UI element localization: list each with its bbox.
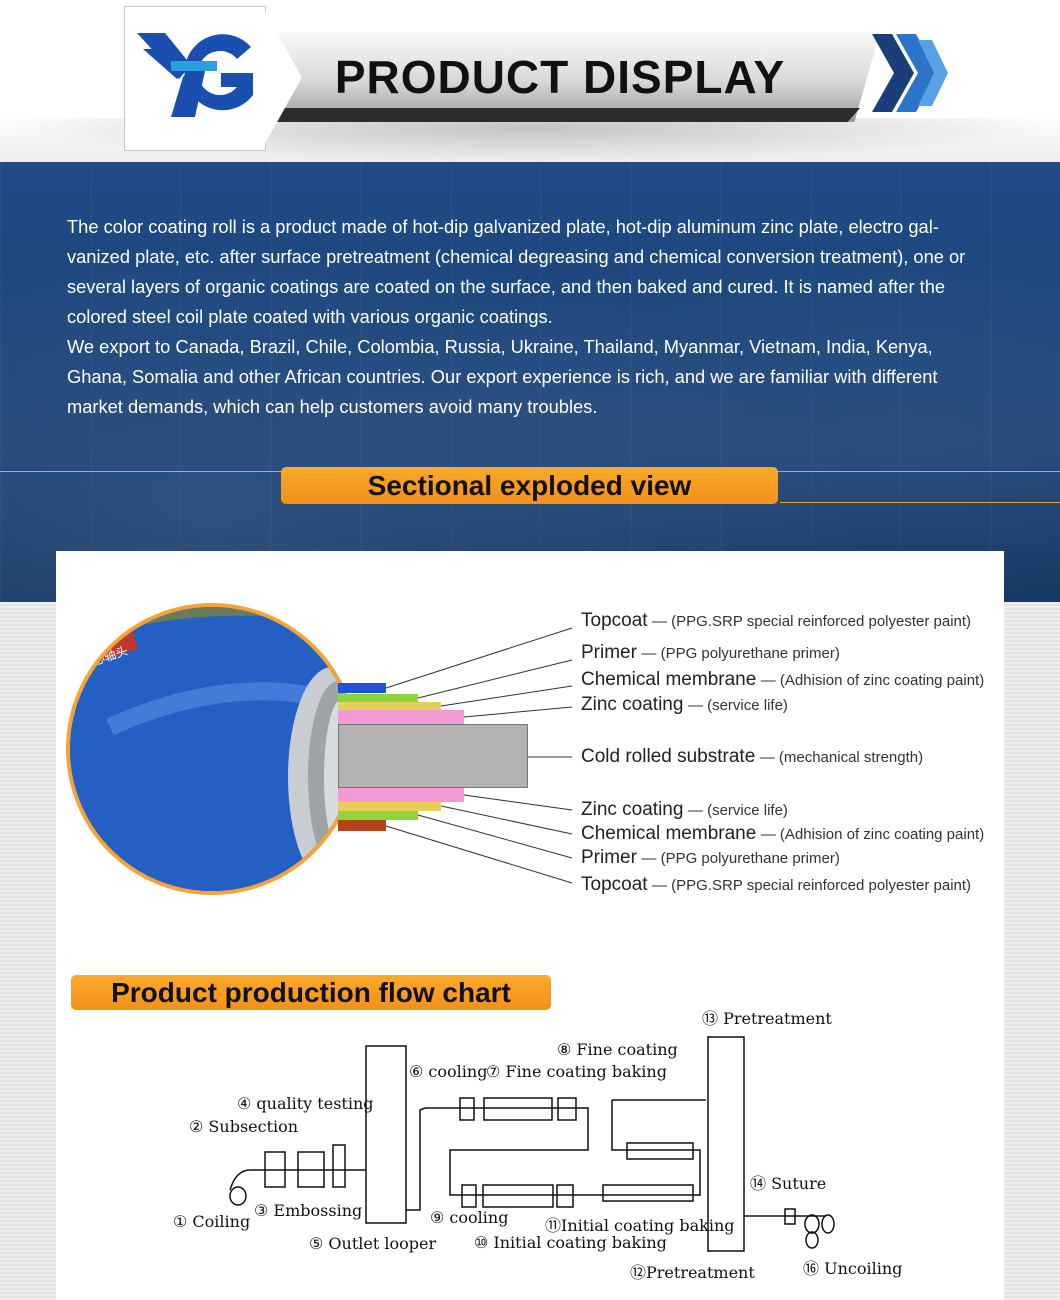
chevron-right-icon: [872, 34, 948, 112]
layer-label: Chemical membrane — (Adhision of zinc co…: [581, 823, 985, 844]
layer-chemical-lower: [338, 802, 441, 811]
flow-step: ⑭ Suture: [750, 1174, 827, 1193]
layer-label: Topcoat — (PPG.SRP special reinforced po…: [581, 874, 972, 895]
layer-zinc-lower: [338, 788, 464, 802]
flow-step: ⑤ Outlet looper: [309, 1234, 437, 1253]
layer-label: Zinc coating — (service life): [581, 799, 788, 820]
flow-step: ⑨ cooling: [430, 1208, 509, 1227]
layer-topcoat-upper: [338, 683, 386, 693]
layer-label: Zinc coating — (service life): [581, 694, 788, 715]
flow-step: ④ quality testing: [237, 1094, 374, 1113]
layer-chemical-upper: [338, 702, 441, 710]
yg-logo-icon: [137, 33, 253, 117]
flow-step: ⑫Pretreatment: [630, 1263, 755, 1282]
layer-primer-lower: [338, 811, 418, 820]
logo: [124, 6, 266, 151]
divider: [780, 502, 1060, 503]
layer-substrate: [338, 724, 528, 788]
intro-panel: [0, 162, 1060, 602]
intro-paragraph-1: The color coating roll is a product made…: [67, 216, 966, 327]
layer-label: Topcoat — (PPG.SRP special reinforced po…: [581, 610, 972, 631]
page-title: PRODUCT DISPLAY: [334, 51, 786, 103]
flow-step: ⑧ Fine coating: [557, 1040, 678, 1059]
title-banner-edge: [240, 108, 860, 122]
section-title-flow: Product production flow chart: [71, 975, 551, 1010]
flow-step: ⑪Initial coating baking: [545, 1216, 735, 1235]
flow-step: ① Coiling: [173, 1212, 251, 1231]
flow-step: ⑬ Pretreatment: [702, 1009, 832, 1028]
flow-step: ⑩ Initial coating baking: [474, 1233, 667, 1252]
title-banner: [240, 32, 880, 122]
flow-step: ⑦ Fine coating baking: [486, 1062, 667, 1081]
section-title-exploded: Sectional exploded view: [281, 467, 778, 504]
layer-label: Primer — (PPG polyurethane primer): [581, 642, 840, 663]
flow-step: ⑥ cooling: [409, 1062, 488, 1081]
flow-step: ⑯ Uncoiling: [803, 1259, 903, 1278]
layer-label: Primer — (PPG polyurethane primer): [581, 847, 840, 868]
layer-topcoat-lower: [338, 820, 386, 831]
layer-zinc-upper: [338, 710, 464, 724]
layer-primer-upper: [338, 694, 418, 703]
intro-paragraph-2: We export to Canada, Brazil, Chile, Colo…: [67, 336, 938, 417]
flow-step: ② Subsection: [189, 1117, 299, 1136]
layer-label: Chemical membrane — (Adhision of zinc co…: [581, 669, 985, 690]
intro-text: The color coating roll is a product made…: [67, 212, 997, 422]
flow-step: ③ Embossing: [254, 1201, 363, 1220]
layer-label: Cold rolled substrate — (mechanical stre…: [581, 746, 924, 767]
